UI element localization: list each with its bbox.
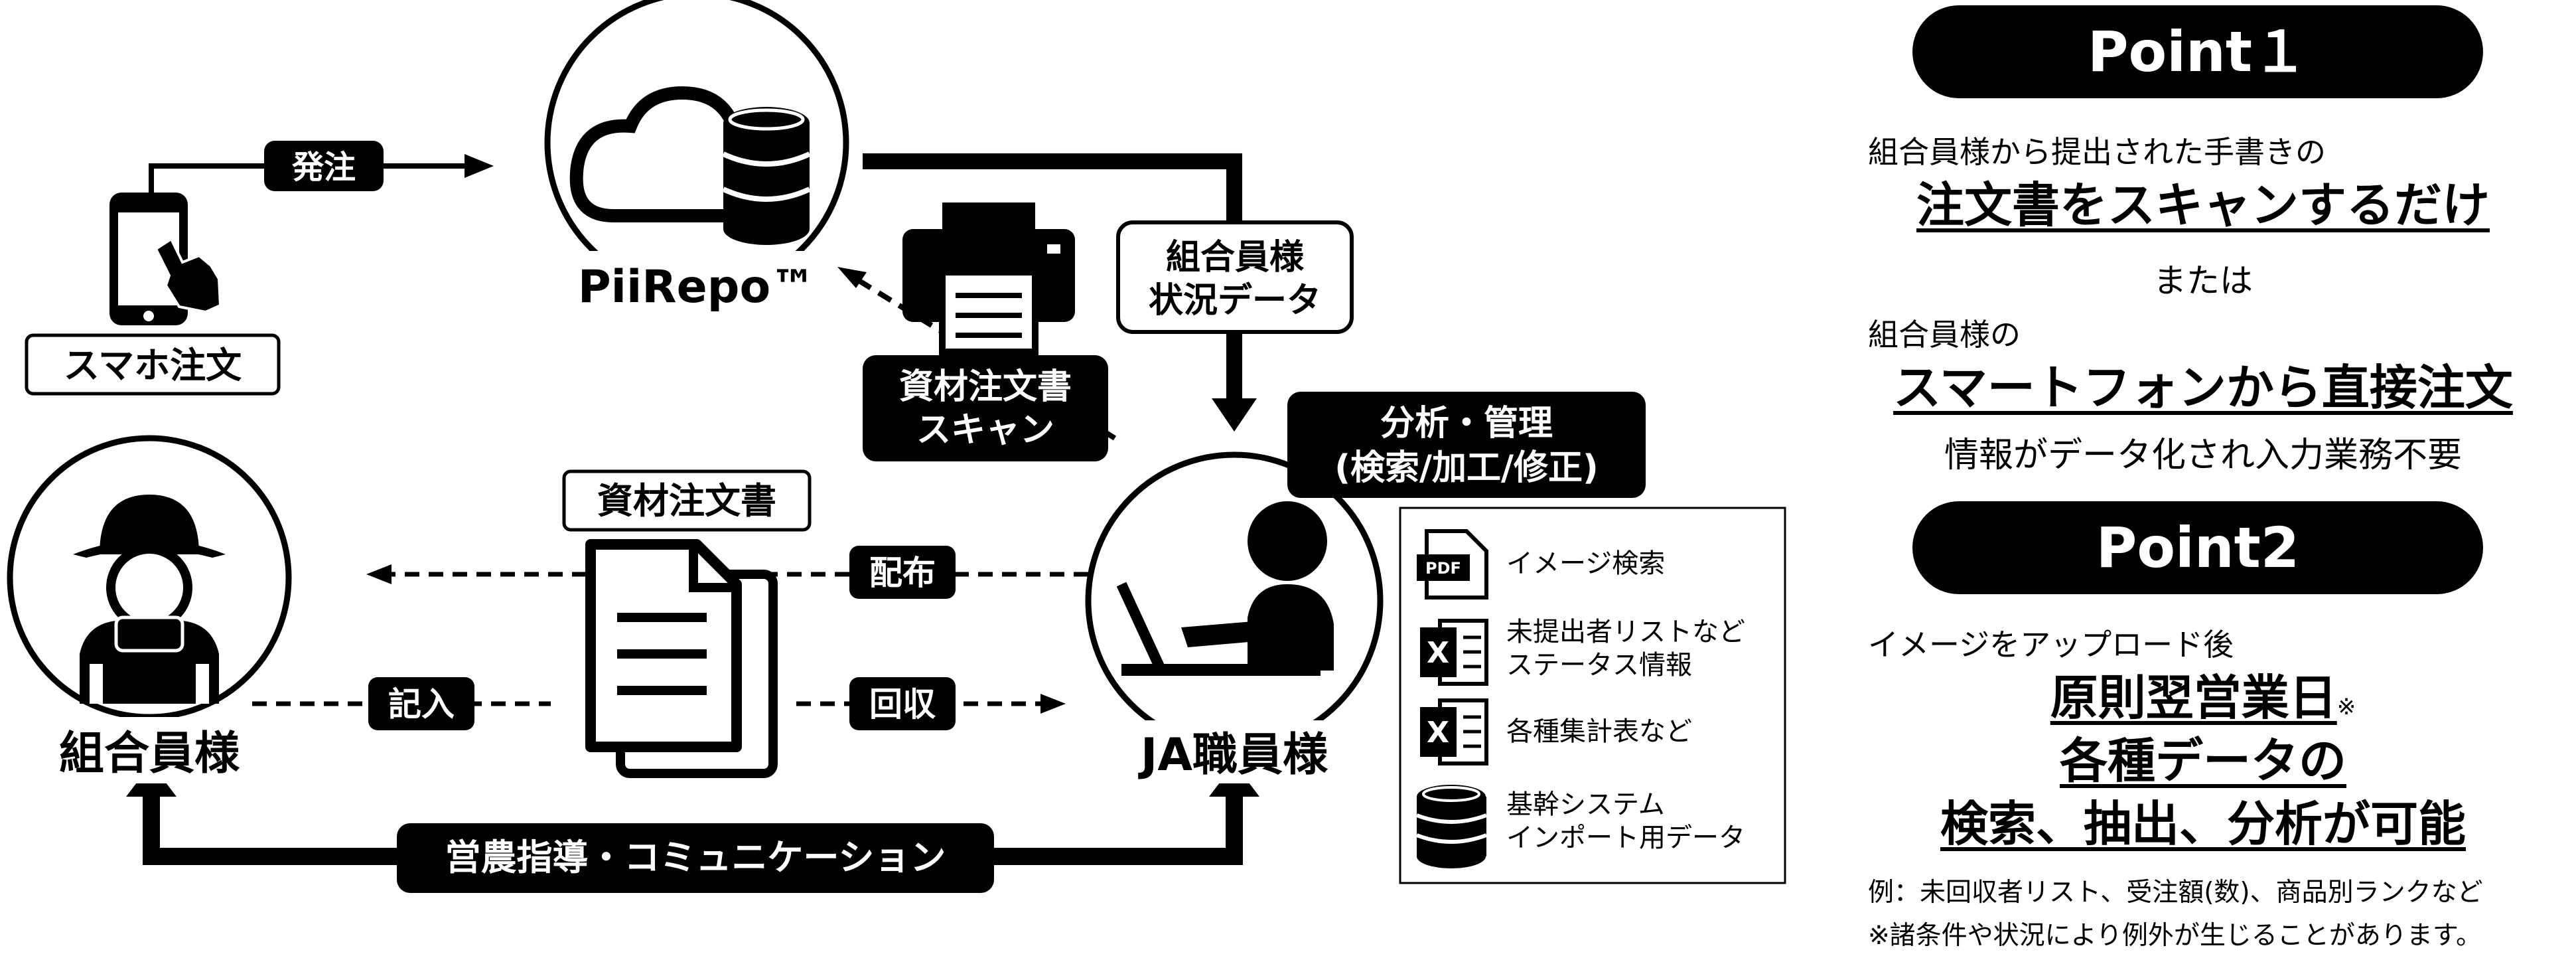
database-icon (722, 107, 811, 245)
analysis-line2: (検索/加工/修正) (1334, 448, 1599, 488)
point2-line1: イメージをアップロード後 (1868, 627, 2234, 663)
distribute-pill (849, 546, 956, 599)
svg-text:X: X (1427, 636, 1449, 670)
analysis-line1: 分析・管理 (1380, 404, 1553, 443)
footnote-example: 例：未回収者リスト、受注額(数)、商品別ランクなど (1868, 878, 2483, 908)
guidance-label: 営農指導・コミュニケーション (445, 837, 946, 878)
distribute-label: 配布 (869, 554, 936, 592)
scan-arrowhead (837, 267, 867, 288)
scan-pill (863, 355, 1108, 461)
phone-node: スマホ注文 (25, 193, 281, 396)
point2-headline2: 各種データの (2059, 733, 2346, 789)
point2-note-mark: ※ (2336, 694, 2356, 720)
point1-headline2: スマートフォンから直接注文 (1893, 360, 2513, 416)
point1-line5: 情報がデータ化され入力業務不要 (1944, 436, 2462, 475)
analysis-pill (1287, 392, 1646, 498)
point1-badge: Point１ (1912, 5, 2483, 98)
document-label-box (562, 469, 812, 532)
guidance-pill (397, 823, 994, 893)
order-label: 発注 (292, 149, 356, 186)
staff-label: JA職員様 (1138, 729, 1328, 781)
phone-label: スマホ注文 (64, 345, 242, 386)
collect-label: 回収 (869, 685, 936, 724)
member-label: 組合員様 (59, 728, 240, 780)
scan-label-line2: スキャン (916, 410, 1054, 450)
svg-text:PDF: PDF (1425, 559, 1461, 578)
finger-icon (154, 237, 222, 314)
order-pill (264, 141, 384, 191)
phone-label-box (25, 333, 281, 396)
staff-at-laptop-icon (1116, 501, 1334, 676)
collect-pill (849, 677, 956, 730)
output-text-4a: 基幹システム (1506, 789, 1665, 820)
fill-pill (368, 677, 474, 730)
document-stack-icon (585, 539, 778, 778)
status-data-arrowhead (1212, 398, 1257, 432)
point2-next-day: 原則翌営業日 (2050, 670, 2337, 726)
printer-icon (902, 202, 1075, 355)
status-data-line1: 組合員様 (1166, 238, 1305, 278)
point1-line3: 組合員様の (1868, 317, 2021, 353)
document-label: 資材注文書 (597, 480, 776, 522)
collect-arrowhead (1040, 694, 1066, 714)
output-text-2b: ステータス情報 (1506, 650, 1692, 680)
scan-label-line1: 資材注文書 (899, 367, 1072, 407)
fill-label: 記入 (388, 685, 455, 724)
output-text-3a: 各種集計表など (1506, 716, 1692, 747)
member-node: 組合員様 (7, 435, 292, 783)
database-icon (1415, 785, 1488, 868)
output-text-1a: イメージ検索 (1506, 548, 1665, 579)
status-data-box (1116, 220, 1354, 334)
point2-headline1: 原則翌営業日※ (1831, 659, 2575, 728)
output-text-2a: 未提出者リストなど (1506, 617, 1745, 647)
status-data-line2: 状況データ (1149, 281, 1321, 321)
cloud-node: PiiRepo™ (544, 0, 849, 313)
pdf-icon: PDF (1417, 529, 1488, 600)
staff-node: JA職員様 (1085, 451, 1384, 783)
excel-icon: X (1420, 698, 1488, 765)
output-text-4b: インポート用データ (1506, 823, 1745, 853)
point1-or: または (2153, 262, 2253, 300)
point1-headline1: 注文書をスキャンするだけ (1916, 177, 2490, 233)
excel-icon: X (1420, 619, 1488, 686)
svg-text:X: X (1427, 716, 1449, 750)
point1-line1: 組合員様から提出された手書きの (1868, 134, 2326, 170)
order-arrowhead (465, 154, 494, 178)
cloud-label: PiiRepo™ (578, 261, 816, 313)
distribute-arrowhead (366, 564, 392, 584)
point2-badge: Point2 (1912, 501, 2483, 594)
farmer-icon (73, 495, 226, 704)
point2-headline3: 検索、抽出、分析が可能 (1940, 796, 2466, 852)
footnote-exception: ※諸条件や状況により例外が生じることがあります。 (1868, 921, 2482, 951)
